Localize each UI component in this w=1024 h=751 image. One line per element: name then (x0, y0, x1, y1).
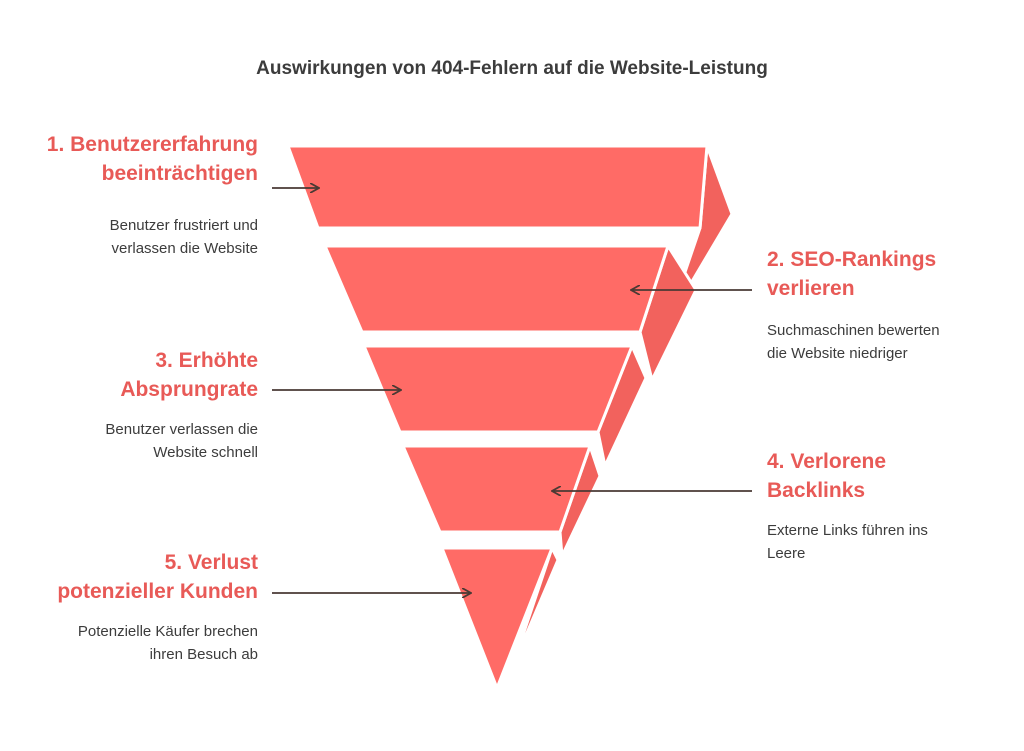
stage-5-heading: 5. Verlust potenzieller Kunden (0, 548, 258, 606)
stage-2-description: Suchmaschinen bewerten die Website niedr… (767, 319, 1024, 365)
stage-3-heading-line2: Absprungrate (120, 378, 258, 401)
stage-4-heading-line1: 4. Verlorene (767, 450, 887, 473)
funnel-layer-4 (401, 444, 602, 558)
stage-4-desc-line1: Externe Links führen ins (767, 522, 928, 539)
stage-3-heading-line1: 3. Erhöhte (155, 349, 258, 372)
funnel-layer-3-front (362, 344, 634, 434)
stage-1-description: Benutzer frustriert und verlassen die We… (0, 214, 258, 260)
stage-2-heading-line2: verlieren (767, 277, 855, 300)
stage-5-desc-line2: ihren Besuch ab (149, 646, 258, 663)
stage-3-desc-line1: Benutzer verlassen die (105, 421, 258, 438)
stage-5-heading-line2: potenzieller Kunden (57, 580, 258, 603)
stage-4-heading: 4. Verlorene Backlinks (767, 447, 1024, 505)
stage-1-heading-line1: 1. Benutzererfahrung (46, 133, 258, 156)
stage-1-desc-line2: verlassen die Website (111, 240, 258, 257)
stage-2-heading: 2. SEO-Rankings verlieren (767, 245, 1024, 303)
funnel-layer-2 (323, 244, 698, 382)
stage-1-heading: 1. Benutzererfahrung beeinträchtigen (0, 130, 258, 188)
funnel-layer-1-front (286, 144, 709, 230)
stage-3-desc-line2: Website schnell (153, 444, 258, 461)
stage-3-heading: 3. Erhöhte Absprungrate (0, 346, 258, 404)
funnel-layer-5-side (510, 546, 560, 670)
diagram-title: Auswirkungen von 404-Fehlern auf die Web… (256, 58, 768, 79)
stage-5-heading-line1: 5. Verlust (164, 551, 258, 574)
stage-1-desc-line1: Benutzer frustriert und (109, 217, 258, 234)
funnel-layer-5-front (440, 546, 554, 690)
stage-2-heading-line1: 2. SEO-Rankings (767, 248, 937, 271)
stage-5-description: Potenzielle Käufer brechen ihren Besuch … (0, 620, 258, 666)
stage-4-description: Externe Links führen ins Leere (767, 519, 1024, 565)
stage-2-desc-line2: die Website niedriger (767, 345, 908, 362)
stage-5-desc-line1: Potenzielle Käufer brechen (77, 623, 258, 640)
stage-4-heading-line2: Backlinks (767, 479, 866, 502)
stage-3-description: Benutzer verlassen die Website schnell (0, 418, 258, 464)
funnel-layer-2-front (323, 244, 670, 334)
stage-1-heading-line2: beeinträchtigen (101, 162, 258, 185)
funnel-layer-5 (440, 546, 560, 690)
funnel-layer-3 (362, 344, 648, 468)
funnel-layer-4-front (401, 444, 592, 534)
stage-4-desc-line2: Leere (767, 545, 806, 562)
stage-2-desc-line1: Suchmaschinen bewerten (767, 322, 940, 339)
